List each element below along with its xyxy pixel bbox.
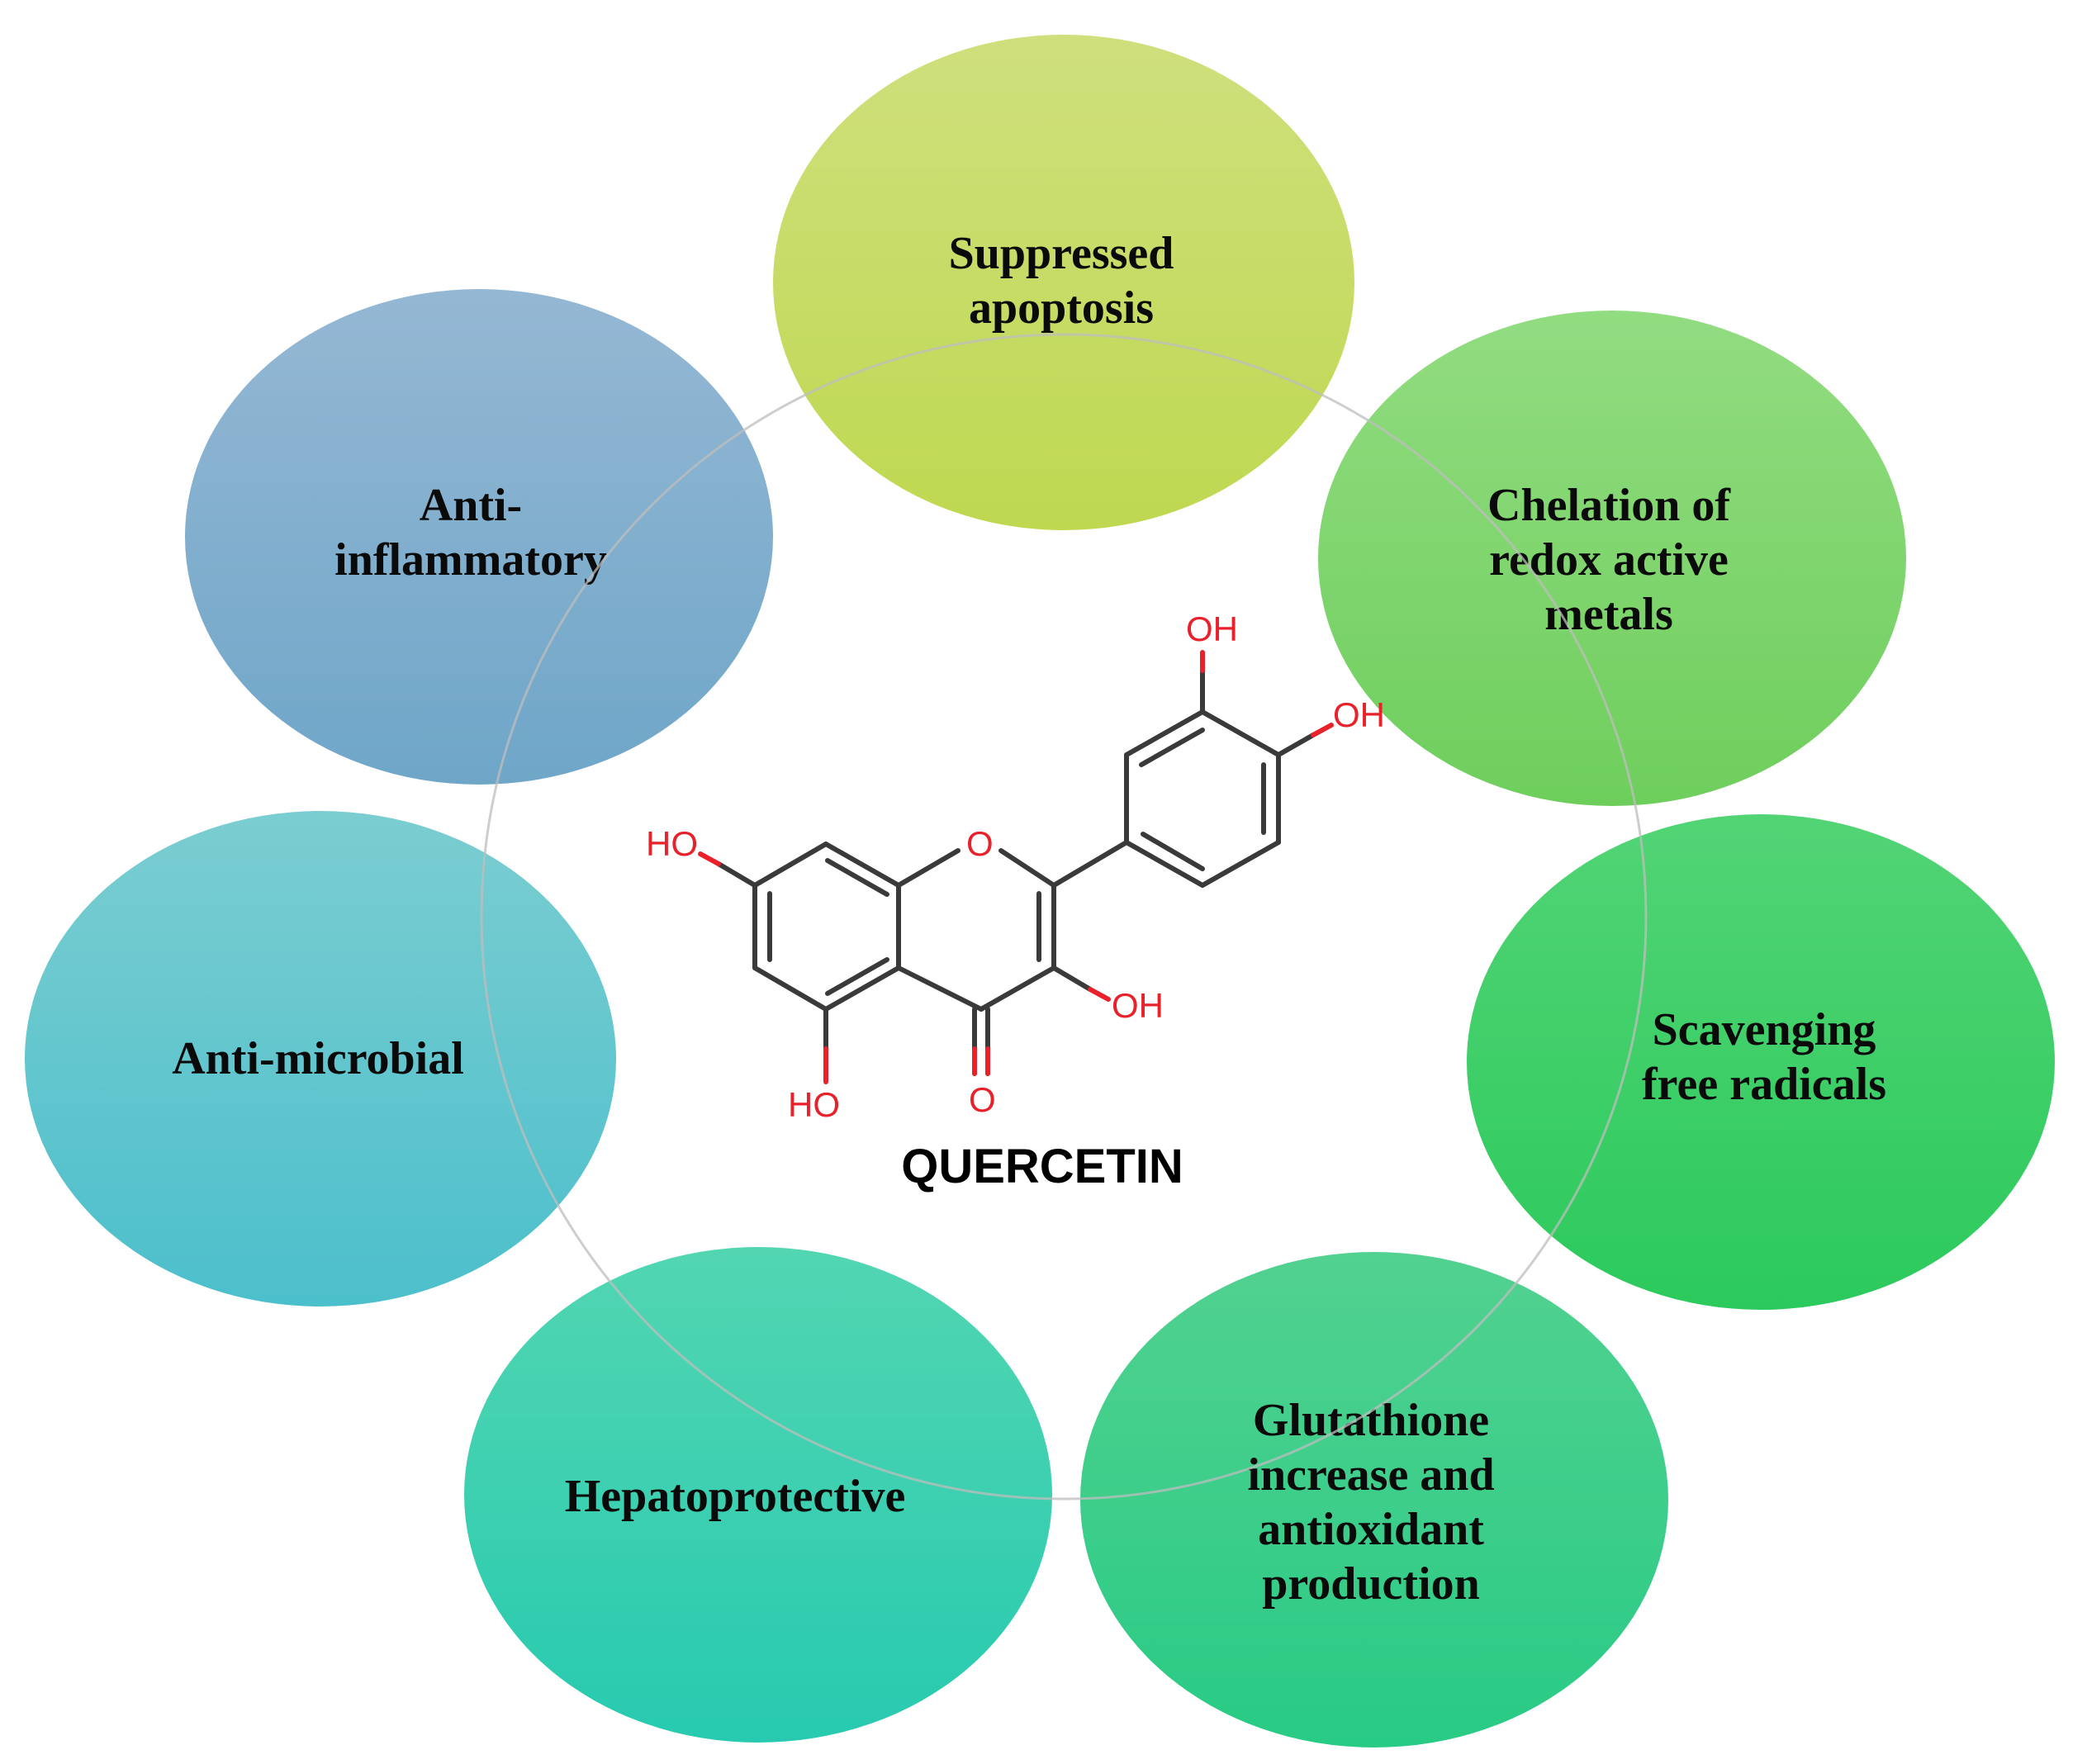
bubble-label-anti-inflammatory: Anti-inflammatory [334, 480, 607, 586]
bubble-label-line: Suppressed [949, 228, 1174, 279]
bond [752, 965, 828, 1012]
bubble-label-line: Hepatoprotective [565, 1471, 906, 1522]
bond [1124, 840, 1205, 888]
bubble-label-line: redox active [1489, 534, 1729, 586]
bond [1124, 709, 1205, 757]
bubble-hepatoprotective [464, 1247, 1052, 1743]
bubble-scavenging [1467, 814, 2055, 1310]
bubble-anti-microbial [25, 811, 616, 1306]
center-title: QUERCETIN [901, 1140, 1183, 1193]
bond-double [825, 957, 889, 996]
atom-oh-3: OH [1112, 986, 1164, 1025]
bubble-suppressed-apoptosis [773, 35, 1354, 530]
bond [823, 965, 901, 1012]
atom-ring-oxygen: O [966, 824, 994, 863]
atom-oh-4prime: OH [1333, 695, 1385, 734]
bubble-label-line: inflammatory [334, 534, 607, 586]
bubble-label-line: production [1262, 1558, 1479, 1610]
bond [1051, 965, 1093, 992]
bond [1276, 733, 1316, 757]
atom-ho-7: HO [646, 824, 698, 863]
bubble-label-line: Anti- [420, 480, 522, 531]
bond [698, 851, 721, 866]
bond [1088, 987, 1111, 1002]
bubble-label-line: metals [1544, 589, 1673, 640]
bond [752, 842, 828, 888]
bubble-anti-inflammatory [185, 289, 773, 785]
bond [823, 842, 901, 888]
bond [979, 965, 1056, 1012]
bubble-label-line: Anti-microbial [172, 1033, 464, 1084]
bubble-label-hepatoprotective: Hepatoprotective [565, 1471, 906, 1522]
bond-double [825, 858, 889, 897]
bubble-label-line: free radicals [1642, 1059, 1886, 1110]
bubble-label-line: antioxidant [1258, 1504, 1484, 1555]
bubble-label-line: Chelation of [1487, 480, 1731, 531]
bubble-label-line: apoptosis [969, 282, 1154, 334]
bond-double [1141, 832, 1205, 871]
bond [1200, 840, 1281, 888]
bubble-label-line: increase and [1247, 1449, 1494, 1501]
bond [716, 861, 757, 888]
bubble-label-anti-microbial: Anti-microbial [172, 1033, 464, 1084]
bond-double [1139, 728, 1205, 767]
bubble-label-line: Scavenging [1653, 1004, 1876, 1055]
quercetin-structure: HO O O HO OH OH OH [646, 609, 1385, 1124]
bond [1311, 723, 1334, 737]
bond [1051, 840, 1129, 888]
bond [896, 965, 984, 1012]
bubble-chelation [1318, 311, 1906, 806]
atom-ho-5: HO [788, 1085, 840, 1124]
bond [1200, 709, 1281, 757]
bond [998, 848, 1056, 888]
bubble-glutathione [1080, 1252, 1668, 1747]
bond [896, 848, 960, 888]
atom-carbonyl-oxygen: O [969, 1080, 996, 1119]
atom-oh-3prime: OH [1186, 609, 1238, 648]
bubble-label-line: Glutathione [1253, 1395, 1489, 1446]
central-circle [480, 333, 1648, 1501]
